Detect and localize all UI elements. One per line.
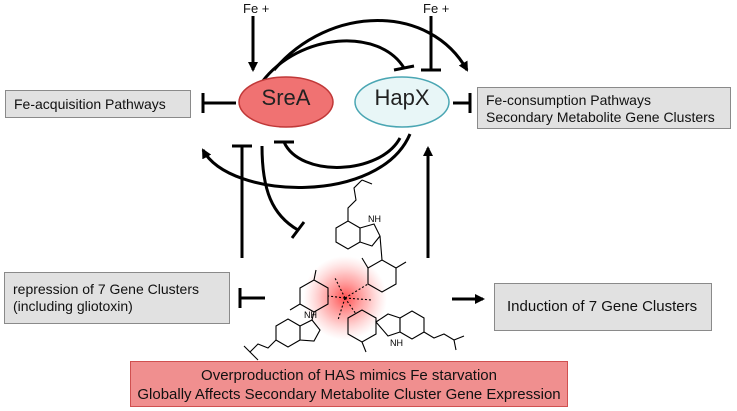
- srea-label: SreA: [261, 85, 311, 110]
- indole-right-benzene: [399, 310, 425, 340]
- fe-input-right: Fe +: [423, 1, 450, 16]
- indole-top-benzene: [335, 220, 361, 250]
- summary-line-2: Globally Affects Secondary Metabolite Cl…: [137, 386, 561, 403]
- fe-consumption-line-2: Secondary Metabolite Gene Clusters: [486, 109, 715, 125]
- nh-label-left: NH: [304, 310, 317, 320]
- summary-box: Overproduction of HAS mimics Fe starvati…: [130, 361, 568, 407]
- srea-inhibits-has-bar: [290, 221, 306, 239]
- srea-inhibits-has: [260, 145, 299, 232]
- fe-input-left: Fe +: [243, 1, 270, 16]
- fe-acquisition-text: Fe-acquisition Pathways: [14, 96, 166, 112]
- hapx-node: [354, 76, 450, 128]
- hapx-label: HapX: [374, 85, 430, 110]
- fe-acquisition-box: Fe-acquisition Pathways: [5, 90, 191, 118]
- indole-top-pyrrole: [359, 223, 381, 247]
- repression-box: repression of 7 Gene Clusters (including…: [4, 272, 230, 324]
- induction-text: Induction of 7 Gene Clusters: [507, 298, 698, 315]
- srea-to-hapx-bar: [393, 64, 415, 72]
- srea-node: [238, 76, 334, 128]
- prenyl-right: [423, 331, 465, 341]
- prenyl-left: [249, 339, 277, 361]
- repression-line-2: (including gliotoxin): [13, 298, 133, 314]
- induction-box: Induction of 7 Gene Clusters: [494, 283, 712, 331]
- nh-label-top: NH: [368, 214, 381, 224]
- hapx-to-acquisition-arrow: [201, 133, 412, 189]
- indole-right-pyrrole: [375, 313, 401, 337]
- hapx-inhibits-srea: [282, 137, 402, 169]
- has-molecule: [243, 179, 465, 361]
- nh-label-right: NH: [390, 338, 403, 348]
- prenyl-top: [347, 179, 363, 221]
- sreA-to-consumption-arrow: [272, 19, 469, 72]
- fe-consumption-line-1: Fe-consumption Pathways: [486, 92, 651, 108]
- indole-left-pyrrole: [299, 319, 321, 342]
- repression-line-1: repression of 7 Gene Clusters: [13, 281, 199, 297]
- fe-consumption-box: Fe-consumption Pathways Secondary Metabo…: [477, 87, 731, 129]
- pyrazinone-ring-bottom: [347, 309, 377, 343]
- summary-line-1: Overproduction of HAS mimics Fe starvati…: [201, 367, 497, 384]
- indole-left-benzene: [275, 318, 301, 348]
